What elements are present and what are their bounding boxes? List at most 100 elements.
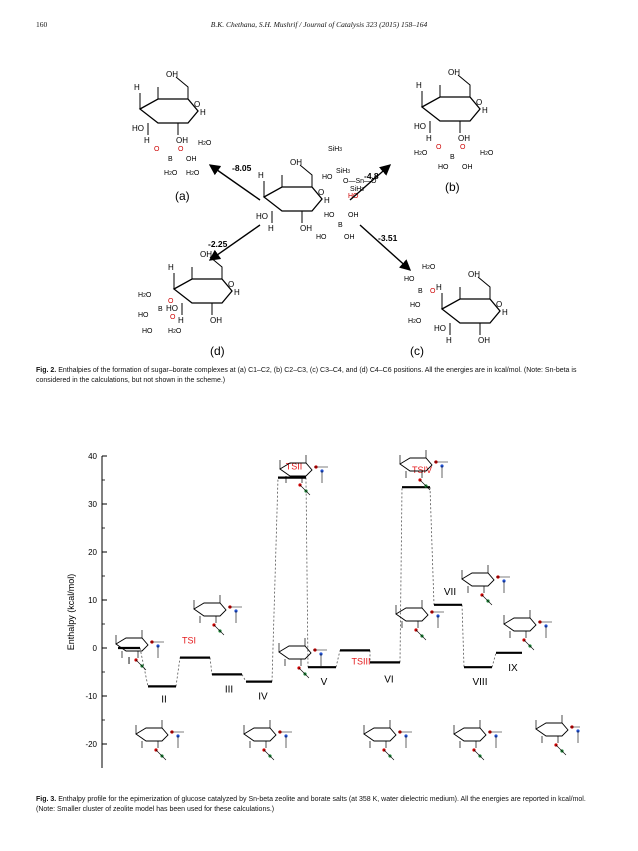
svg-text:OH: OH	[344, 234, 355, 241]
svg-text:O: O	[436, 144, 442, 151]
svg-text:O: O	[154, 146, 160, 153]
complex-b-structure: O O B H2O H2O HO OH	[413, 67, 494, 171]
figure-3-caption-label: Fig. 3.	[36, 796, 57, 803]
y-axis-label: Enthalpy (kcal/mol)	[66, 574, 76, 651]
intermediate-structure-thumbnail	[278, 638, 327, 679]
arrow-to-d	[208, 224, 261, 261]
y-tick-label: -20	[85, 740, 97, 749]
svg-text:O: O	[168, 298, 174, 305]
svg-text:H2O: H2O	[186, 170, 200, 177]
svg-text:B: B	[168, 156, 173, 163]
level-connector	[139, 647, 149, 687]
figure-2-caption-label: Fig. 2.	[36, 367, 57, 374]
state-label-viii: VIII	[472, 677, 487, 688]
svg-text:HO: HO	[324, 212, 335, 219]
arrow-to-a	[208, 164, 261, 201]
svg-text:HO: HO	[316, 234, 327, 241]
svg-text:H2O: H2O	[168, 328, 182, 335]
intermediate-structure-thumbnail	[395, 600, 444, 641]
y-tick-label: 40	[88, 452, 97, 461]
intermediate-structure-thumbnail	[279, 455, 328, 496]
state-label-tsiii: TSIII	[351, 656, 370, 666]
figure-3-caption: Fig. 3. Enthalpy profile for the epimeri…	[36, 795, 602, 814]
page-number: 160	[36, 20, 48, 29]
state-label-v: V	[321, 677, 328, 688]
y-tick-label: -10	[85, 692, 97, 701]
state-label-vi: VI	[384, 674, 393, 685]
intermediate-structure-thumbnail	[243, 720, 292, 761]
complex-c-structure: H2O HO B O HO H2O	[404, 264, 509, 346]
intermediate-structure-thumbnail	[135, 720, 184, 761]
panel-label-b: (b)	[445, 180, 460, 194]
svg-text:HO: HO	[410, 302, 421, 309]
svg-text:O: O	[170, 314, 176, 321]
svg-text:HO: HO	[138, 312, 149, 319]
state-label-i: I	[128, 656, 131, 667]
complex-d-structure: O O B H2O HO HO H2O	[138, 249, 241, 335]
level-connector	[461, 604, 465, 668]
page-header: 160 B.K. Chethana, S.H. Mushrif / Journa…	[0, 20, 638, 34]
state-label-ii: II	[161, 694, 167, 705]
state-label-iii: III	[225, 684, 233, 695]
state-label-iv: IV	[258, 692, 268, 703]
intermediate-structure-thumbnail	[363, 720, 412, 761]
intermediate-structure-thumbnail	[461, 565, 510, 606]
intermediate-structure-thumbnail	[193, 595, 242, 636]
svg-text:H2O: H2O	[164, 170, 178, 177]
y-tick-label: 20	[88, 548, 97, 557]
svg-text:B: B	[418, 288, 423, 295]
svg-text:H2O: H2O	[138, 292, 152, 299]
panel-label-a: (a)	[175, 189, 190, 203]
svg-text:B: B	[158, 306, 163, 313]
level-connector	[491, 652, 497, 668]
level-connector	[399, 487, 403, 663]
intermediate-structure-thumbnail	[115, 630, 164, 671]
intermediate-structure-thumbnail	[535, 715, 580, 756]
svg-text:HO: HO	[404, 276, 415, 283]
state-label-tsi: TSI	[182, 636, 196, 646]
figure-2-caption-text: Enthalpies of the formation of sugar–bor…	[36, 367, 577, 384]
level-connector	[209, 657, 213, 675]
svg-text:H2O: H2O	[414, 150, 428, 157]
svg-text:H2O: H2O	[422, 264, 436, 271]
state-label-tsiv: TSIV	[412, 465, 432, 475]
state-label-tsii: TSII	[286, 462, 303, 472]
level-connector	[305, 477, 309, 668]
intermediate-structure-thumbnail	[503, 610, 552, 651]
svg-text:O: O	[460, 144, 466, 151]
level-connector	[241, 674, 247, 682]
central-glucose-structure	[255, 157, 331, 234]
y-tick-label: 30	[88, 500, 97, 509]
svg-text:H2O: H2O	[408, 318, 422, 325]
level-connector	[429, 487, 435, 605]
arrow-to-b	[349, 164, 392, 201]
energy-label-d: -2.25	[208, 239, 228, 249]
level-connector	[175, 657, 181, 687]
svg-text:SiH3: SiH3	[328, 146, 342, 153]
energy-label-a: -8.05	[232, 163, 252, 173]
y-tick-label: 0	[93, 644, 98, 653]
arrow-to-c	[359, 224, 412, 271]
svg-text:OH: OH	[186, 156, 197, 163]
svg-text:B: B	[450, 154, 455, 161]
energy-label-b: -4.8	[364, 171, 379, 181]
svg-text:HO: HO	[142, 328, 153, 335]
intermediate-structure-thumbnail	[453, 720, 502, 761]
y-tick-label: 10	[88, 596, 97, 605]
svg-text:H2O: H2O	[480, 150, 494, 157]
svg-text:SiH3: SiH3	[350, 186, 364, 193]
level-connector	[335, 650, 341, 668]
figure-2-scheme: OH H O H HO OH H HO SiH3 O—Sn—O SiH3 SiH…	[131, 67, 509, 358]
figure-3-caption-text: Enthalpy profile for the epimerization o…	[36, 796, 586, 813]
svg-text:B: B	[338, 222, 343, 229]
svg-text:O—Sn—O: O—Sn—O	[343, 178, 377, 185]
boric-acid-fragment: HO B OH HO OH	[316, 212, 359, 241]
panel-label-c: (c)	[410, 344, 424, 358]
svg-text:H2O: H2O	[198, 140, 212, 147]
intermediate-structure-thumbnail	[399, 450, 448, 491]
energy-label-c: -3.51	[378, 233, 398, 243]
figure-2-caption: Fig. 2. Enthalpies of the formation of s…	[36, 366, 602, 385]
svg-text:O: O	[430, 288, 436, 295]
state-label-ix: IX	[508, 663, 518, 674]
